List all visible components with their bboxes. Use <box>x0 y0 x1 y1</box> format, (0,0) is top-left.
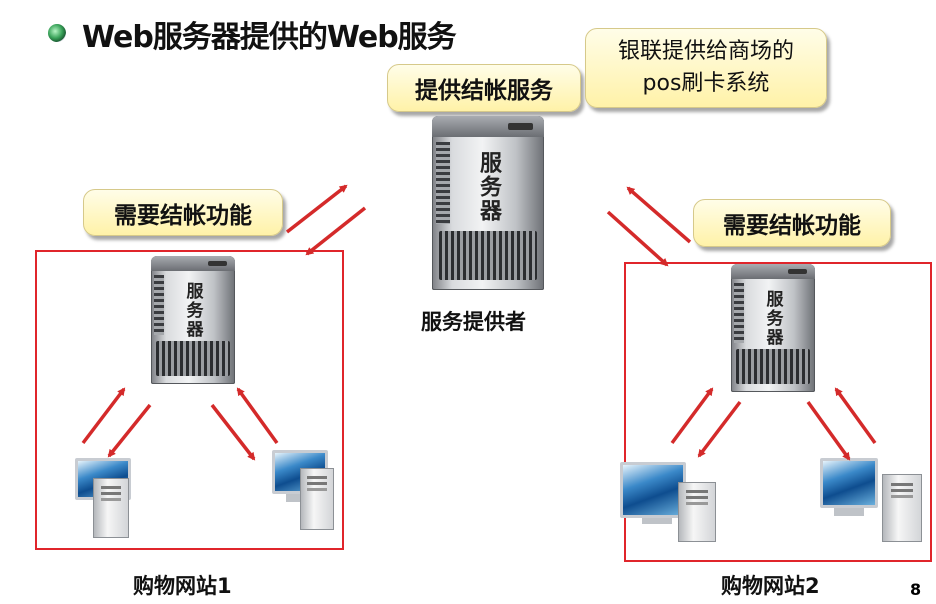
shopping-site-1-box <box>35 250 344 550</box>
site1-server-icon: 服务器 <box>151 256 235 384</box>
shopping-site-2-box <box>624 262 932 562</box>
arrow <box>107 403 152 458</box>
server-label: 服务器 <box>762 289 783 347</box>
callout-unionpay: 银联提供给商场的 pos刷卡系统 <box>585 28 827 108</box>
provider-label: 服务提供者 <box>421 310 526 334</box>
arrow <box>236 387 279 445</box>
callout-text-line2: pos刷卡系统 <box>642 71 770 96</box>
provider-server-icon: 服务器 <box>432 116 544 290</box>
arrow <box>305 206 367 256</box>
arrow <box>697 400 742 458</box>
slide-title: Web服务器提供的Web服务 <box>82 20 457 55</box>
arrow <box>626 186 692 244</box>
server-label: 服务器 <box>476 150 501 223</box>
arrow <box>806 400 851 461</box>
callout-text: 需要结帐功能 <box>723 213 861 239</box>
page-number: 8 <box>910 580 922 599</box>
arrow <box>606 210 669 267</box>
client-computer-icon <box>272 450 334 532</box>
callout-text: 提供结帐服务 <box>415 78 553 104</box>
callout-provide-checkout: 提供结帐服务 <box>387 64 581 112</box>
arrow <box>285 184 348 234</box>
callout-need-checkout-left: 需要结帐功能 <box>83 189 283 236</box>
site1-label: 购物网站1 <box>133 574 232 598</box>
client-computer-icon <box>75 458 137 540</box>
client-computer-icon <box>620 462 716 542</box>
arrow <box>670 387 714 445</box>
arrow <box>81 387 126 445</box>
arrow <box>210 403 256 461</box>
site2-label: 购物网站2 <box>721 574 820 598</box>
site2-server-icon: 服务器 <box>731 264 815 392</box>
callout-text-line1: 银联提供给商场的 <box>617 39 794 64</box>
arrow <box>834 387 877 445</box>
callout-text: 需要结帐功能 <box>114 202 252 229</box>
server-label: 服务器 <box>182 281 203 339</box>
bullet-icon <box>48 24 66 42</box>
callout-need-checkout-right: 需要结帐功能 <box>693 199 891 247</box>
